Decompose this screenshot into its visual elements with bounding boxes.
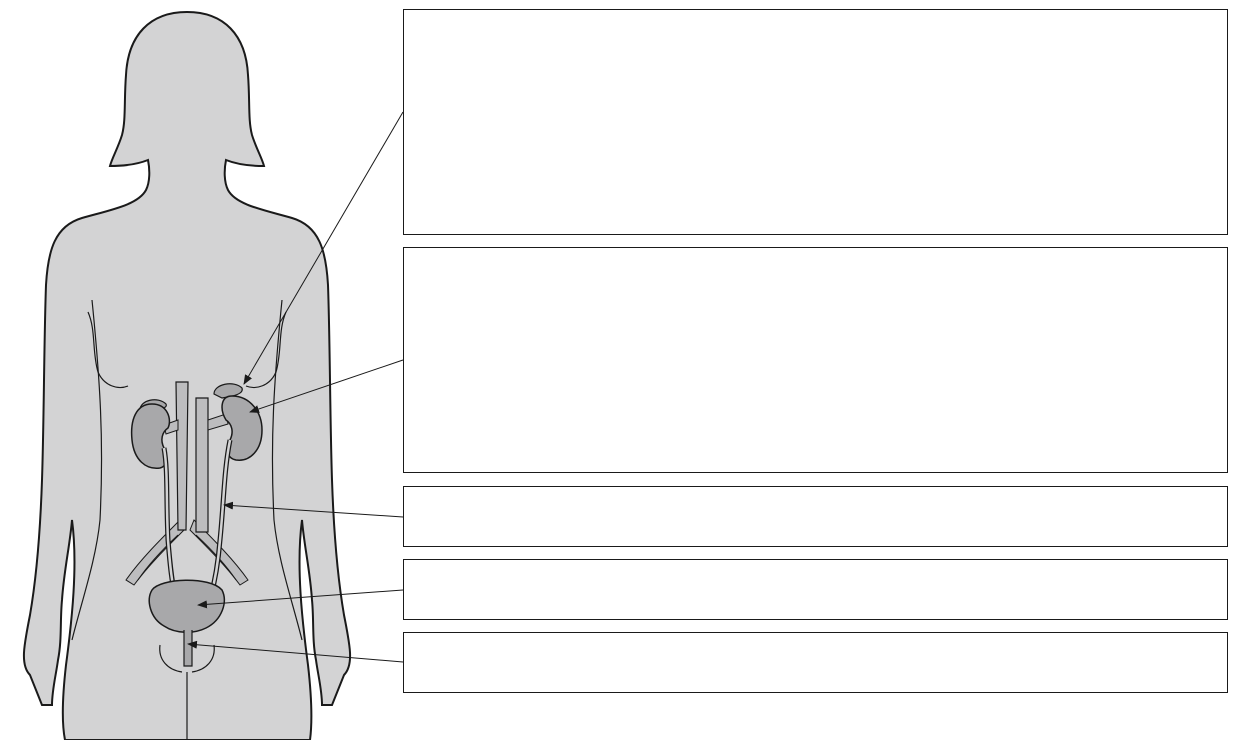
- aorta: [176, 382, 188, 530]
- vena-cava: [196, 398, 208, 532]
- label-box-1[interactable]: [403, 9, 1228, 235]
- label-box-5[interactable]: [403, 632, 1228, 693]
- label-box-4[interactable]: [403, 559, 1228, 620]
- urethra: [184, 630, 192, 666]
- label-box-3[interactable]: [403, 486, 1228, 547]
- label-box-2[interactable]: [403, 247, 1228, 473]
